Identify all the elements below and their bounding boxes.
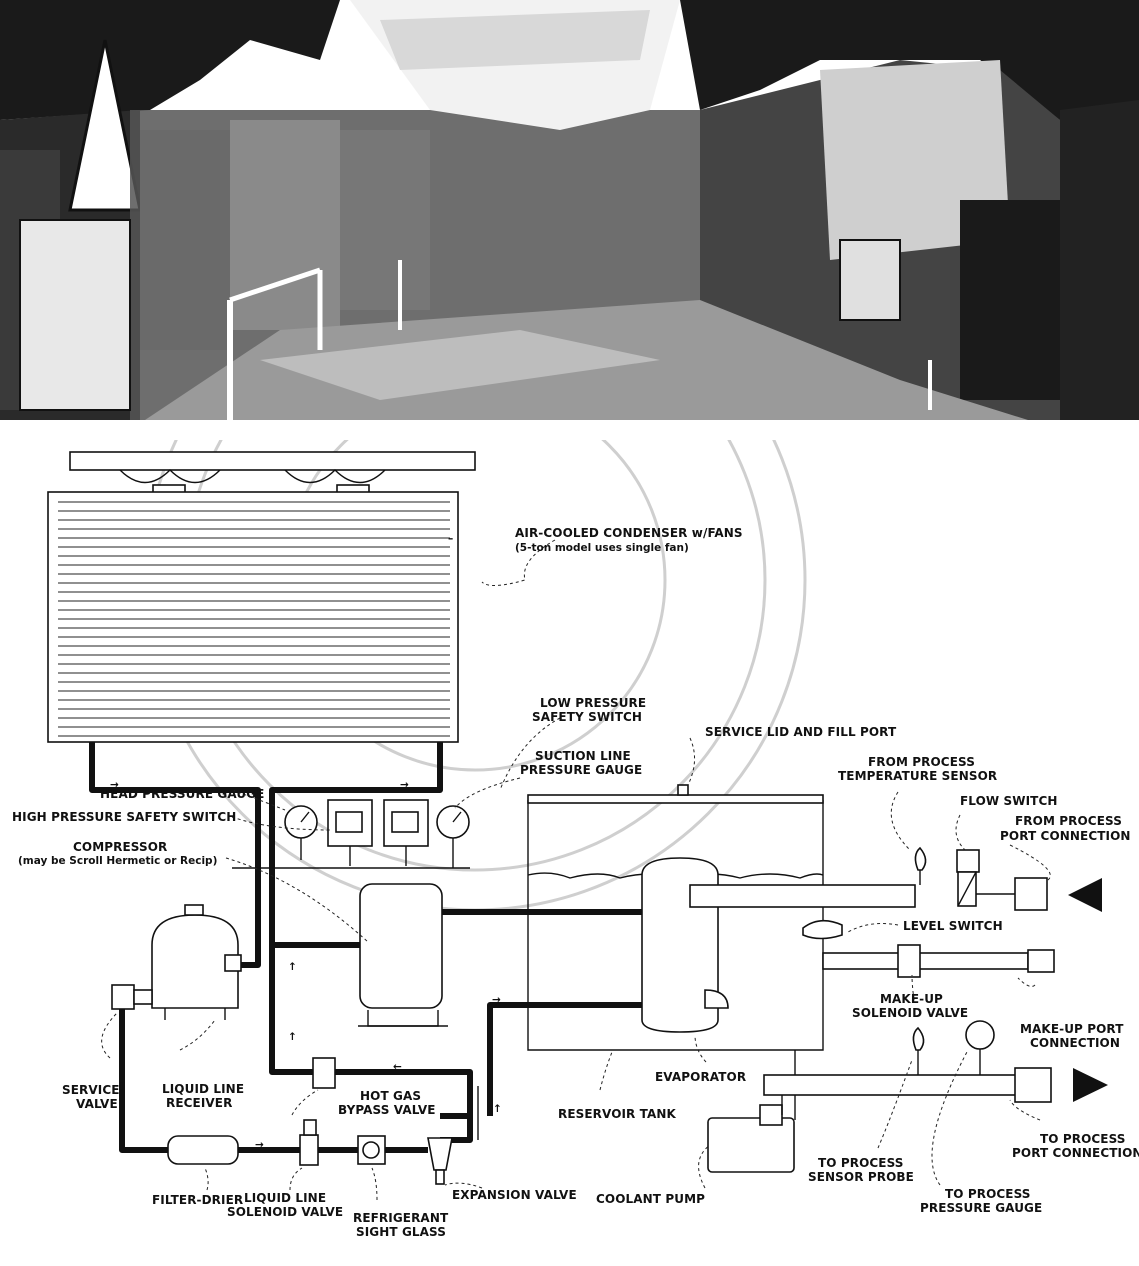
label-to-process-port-2: PORT CONNECTION bbox=[1012, 1146, 1139, 1160]
label-to-process-port: TO PROCESS bbox=[1040, 1132, 1126, 1146]
label-sight-glass: REFRIGERANT bbox=[353, 1211, 449, 1225]
filter-drier-icon bbox=[168, 1136, 238, 1164]
label-to-process-probe-2: SENSOR PROBE bbox=[808, 1170, 914, 1184]
label-compressor: COMPRESSOR bbox=[73, 840, 167, 854]
label-to-process-gauge-2: PRESSURE GAUGE bbox=[920, 1201, 1042, 1215]
from-process-port bbox=[1015, 878, 1047, 910]
svg-text:→: → bbox=[400, 779, 409, 791]
label-from-process-port-2: PORT CONNECTION bbox=[1000, 829, 1131, 843]
to-process-port bbox=[1015, 1068, 1051, 1102]
label-low-pressure-switch: LOW PRESSURE bbox=[540, 696, 646, 710]
svg-text:→: → bbox=[255, 1139, 264, 1151]
liquid-line-receiver bbox=[152, 905, 241, 1020]
air-cooled-condenser: – bbox=[48, 452, 475, 742]
label-evaporator: EVAPORATOR bbox=[655, 1070, 746, 1084]
label-from-process-port: FROM PROCESS bbox=[1015, 814, 1122, 828]
process-pressure-gauge-icon bbox=[966, 1021, 994, 1075]
label-service-lid: SERVICE LID AND FILL PORT bbox=[705, 725, 897, 739]
label-low-pressure-switch-2: SAFETY SWITCH bbox=[532, 710, 642, 724]
inlet-arrow-icon bbox=[1068, 878, 1102, 912]
label-suction-gauge: SUCTION LINE bbox=[535, 749, 631, 763]
label-condenser: AIR-COOLED CONDENSER w/FANS bbox=[515, 526, 743, 540]
label-compressor-note: (may be Scroll Hermetic or Recip) bbox=[18, 855, 217, 867]
service-valve-icon bbox=[112, 985, 152, 1009]
label-service-valve: SERVICE bbox=[62, 1083, 120, 1097]
label-makeup-valve: MAKE-UP bbox=[880, 992, 943, 1006]
label-receiver: LIQUID LINE bbox=[162, 1082, 244, 1096]
label-level-switch: LEVEL SWITCH bbox=[903, 919, 1003, 933]
reservoir-tank bbox=[528, 785, 1054, 1120]
svg-text:←: ← bbox=[393, 1061, 402, 1073]
label-to-process-gauge: TO PROCESS bbox=[945, 1187, 1031, 1201]
high-pressure-safety-switch-icon bbox=[328, 800, 372, 866]
temperature-sensor-icon bbox=[915, 848, 925, 885]
label-coolant-pump: COOLANT PUMP bbox=[596, 1192, 705, 1206]
outlet-arrow-icon bbox=[1073, 1068, 1108, 1102]
label-makeup-port-2: CONNECTION bbox=[1030, 1036, 1120, 1050]
label-suction-gauge-2: PRESSURE GAUGE bbox=[520, 763, 642, 777]
label-hot-gas-valve: HOT GAS bbox=[360, 1089, 421, 1103]
svg-text:↑: ↑ bbox=[288, 961, 297, 973]
sight-glass-icon bbox=[358, 1136, 385, 1164]
chiller-room-photo bbox=[0, 0, 1139, 440]
label-high-pressure-switch: HIGH PRESSURE SAFETY SWITCH bbox=[12, 810, 236, 824]
label-makeup-valve-2: SOLENOID VALVE bbox=[852, 1006, 968, 1020]
liquid-line-solenoid-valve-icon bbox=[300, 1120, 318, 1165]
label-from-process-temp: FROM PROCESS bbox=[868, 755, 975, 769]
label-liquid-solenoid: LIQUID LINE bbox=[244, 1191, 326, 1205]
chiller-schematic: – ↑ ↑ bbox=[0, 440, 1139, 1266]
label-reservoir: RESERVOIR TANK bbox=[558, 1107, 677, 1121]
expansion-valve-icon bbox=[428, 1138, 452, 1184]
label-receiver-2: RECEIVER bbox=[166, 1096, 232, 1110]
label-liquid-solenoid-2: SOLENOID VALVE bbox=[227, 1205, 343, 1219]
svg-text:↑: ↑ bbox=[288, 1031, 297, 1043]
label-to-process-probe: TO PROCESS bbox=[818, 1156, 904, 1170]
label-condenser-note: (5-ton model uses single fan) bbox=[515, 542, 689, 554]
svg-text:→: → bbox=[492, 994, 501, 1006]
suction-pressure-gauge-icon bbox=[437, 806, 469, 868]
label-from-process-temp-2: TEMPERATURE SENSOR bbox=[838, 769, 997, 783]
label-sight-glass-2: SIGHT GLASS bbox=[356, 1225, 446, 1239]
label-hot-gas-valve-2: BYPASS VALVE bbox=[338, 1103, 436, 1117]
label-head-pressure-gauge: HEAD PRESSURE GAUGE bbox=[100, 787, 264, 801]
compressor: ↑ ↑ bbox=[288, 884, 448, 1043]
condenser-arrow: – bbox=[448, 533, 453, 545]
label-flow-switch: FLOW SWITCH bbox=[960, 794, 1058, 808]
flow-switch-icon bbox=[957, 850, 979, 906]
svg-text:↑: ↑ bbox=[493, 1103, 502, 1115]
label-expansion-valve: EXPANSION VALVE bbox=[452, 1188, 577, 1202]
process-sensor-probe-icon bbox=[913, 1028, 923, 1075]
label-service-valve-2: VALVE bbox=[76, 1097, 118, 1111]
label-makeup-port: MAKE-UP PORT bbox=[1020, 1022, 1124, 1036]
